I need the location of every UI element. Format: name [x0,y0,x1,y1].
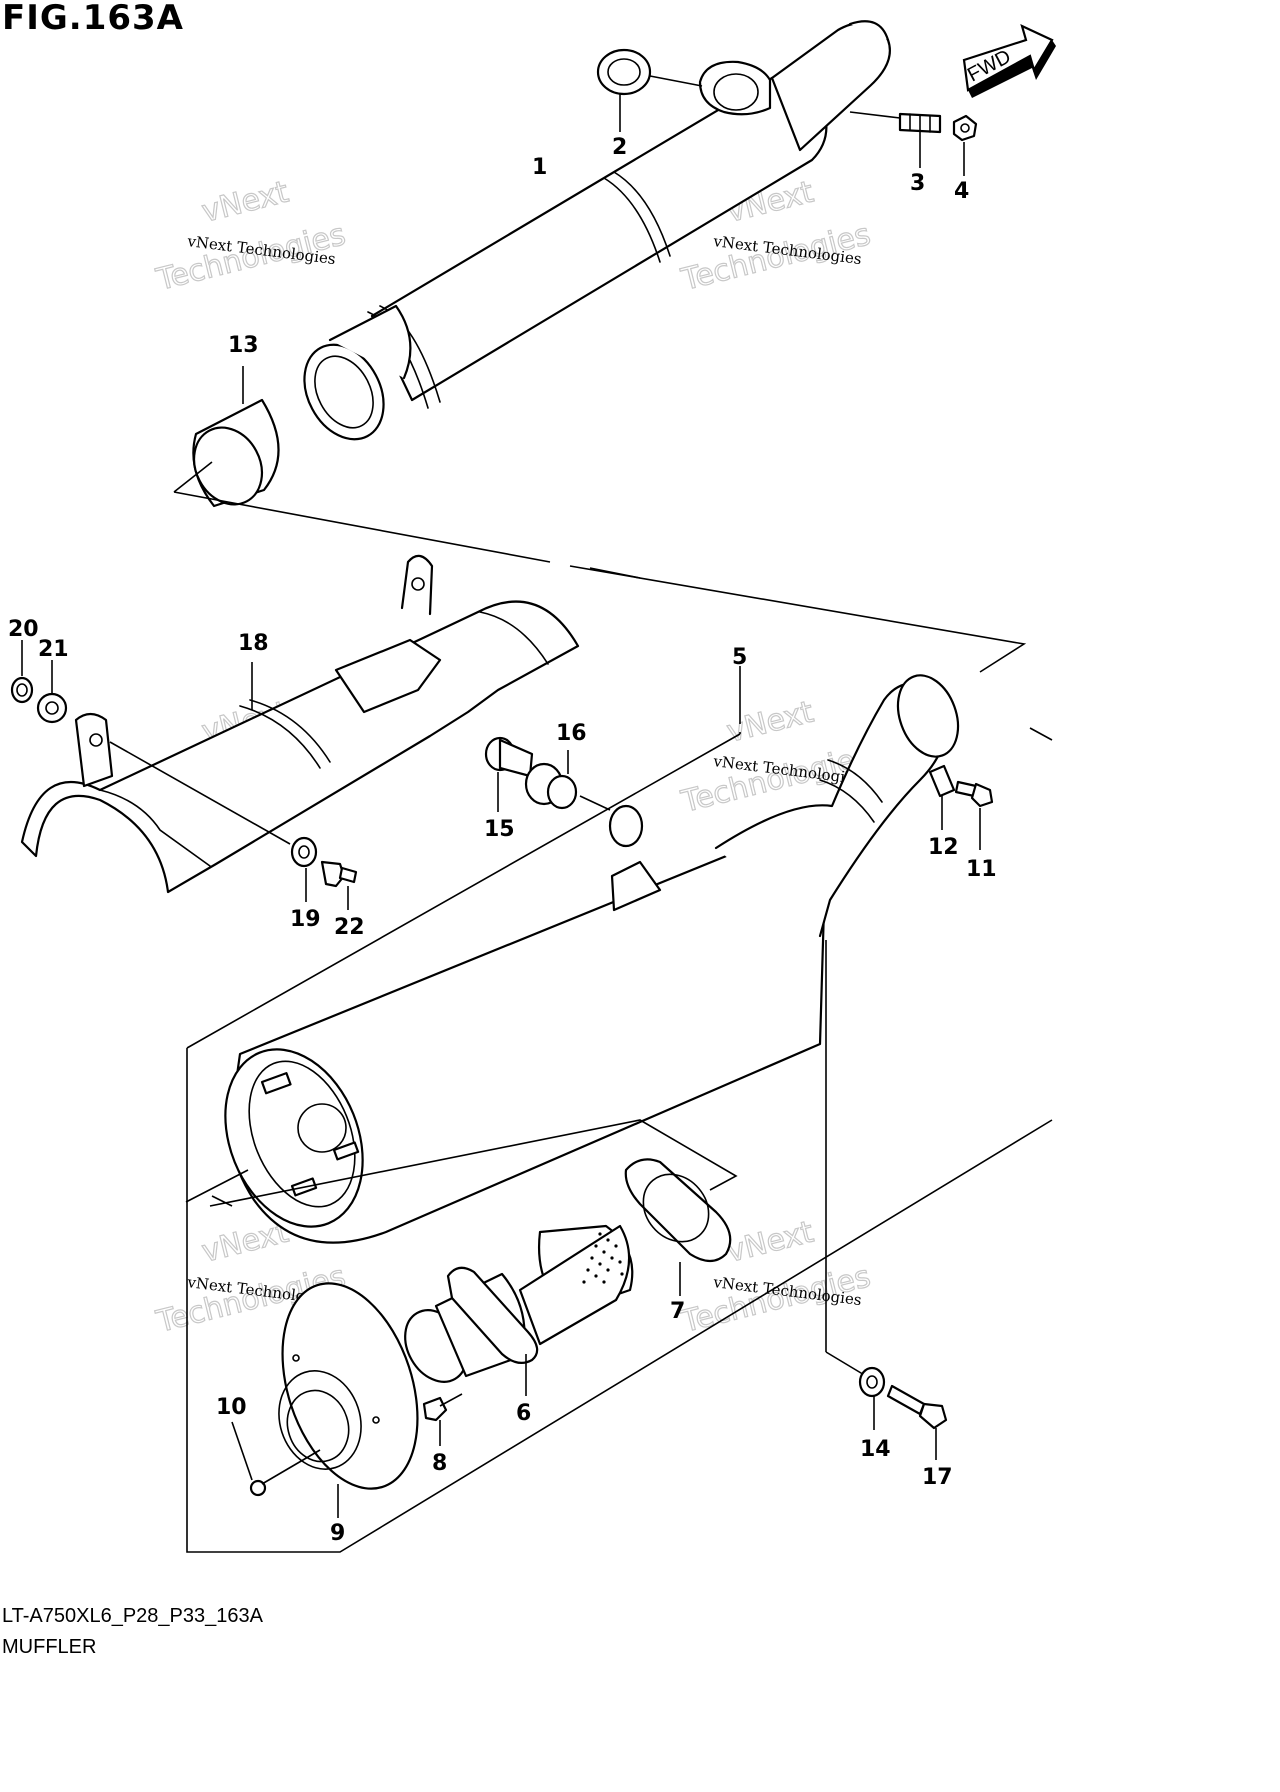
callout-8: 8 [432,1451,447,1476]
watermark-text: vNext [198,175,292,230]
exhaust-pipe-part-1 [303,20,891,441]
bolt-part-17 [886,1384,948,1460]
pipe-flange [698,60,772,116]
callout-21: 21 [38,637,69,662]
callout-15: 15 [484,817,515,842]
callout-10: 10 [216,1395,247,1420]
callout-22: 22 [334,915,365,940]
heat-shield-part-18 [20,554,580,894]
washer-part-19 [290,836,318,902]
assembly-line [173,461,1053,741]
fwd-arrow-icon: FWD [962,23,1056,98]
washer-part-14 [858,1366,886,1430]
callout-5: 5 [732,645,747,670]
screw-part-8 [422,1393,463,1446]
callout-20: 20 [8,617,39,642]
stud-bolt-part-3 [849,111,942,168]
callout-1: 1 [532,155,547,180]
diagram-name: MUFFLER [2,1636,97,1658]
sleeve-part-13 [192,366,280,508]
diagram-code: LT-A750XL6_P28_P33_163A [2,1605,263,1627]
callout-17: 17 [922,1465,953,1490]
washer-part-20 [10,640,34,704]
callout-4: 4 [954,179,969,204]
muffler-body-part-5 [185,666,1053,1553]
screw-part-10 [231,1421,321,1497]
watermark-text: vNext [723,695,817,750]
callout-19: 19 [290,907,321,932]
callout-12: 12 [928,835,959,860]
watermark-top-left: vNext Technologies vNext Technologies [152,174,350,299]
collar-part-21 [36,660,291,845]
end-cap-part-9 [278,1282,419,1518]
perforation-pattern [582,1232,624,1284]
callout-6: 6 [516,1401,531,1426]
callout-16: 16 [556,721,587,746]
silencer-core-part-6 [404,1224,634,1396]
gasket-part-2 [596,48,703,132]
callout-9: 9 [330,1521,345,1546]
watermark-text: vNext [723,1215,817,1270]
callout-7: 7 [670,1299,685,1324]
bolt-part-11 [954,780,994,850]
grommet-part-15 [484,736,534,812]
callout-18: 18 [238,631,269,656]
nut-part-4 [952,114,978,176]
figure-title: FIG.163A [2,0,184,38]
collar-part-12 [928,764,956,830]
bolt-part-22 [320,860,358,910]
callout-13: 13 [228,333,259,358]
callout-2: 2 [612,135,627,160]
callout-11: 11 [966,857,997,882]
callout-3: 3 [910,171,925,196]
gasket-part-7 [209,1119,738,1296]
grommet-part-16 [524,750,611,811]
callout-14: 14 [860,1437,891,1462]
